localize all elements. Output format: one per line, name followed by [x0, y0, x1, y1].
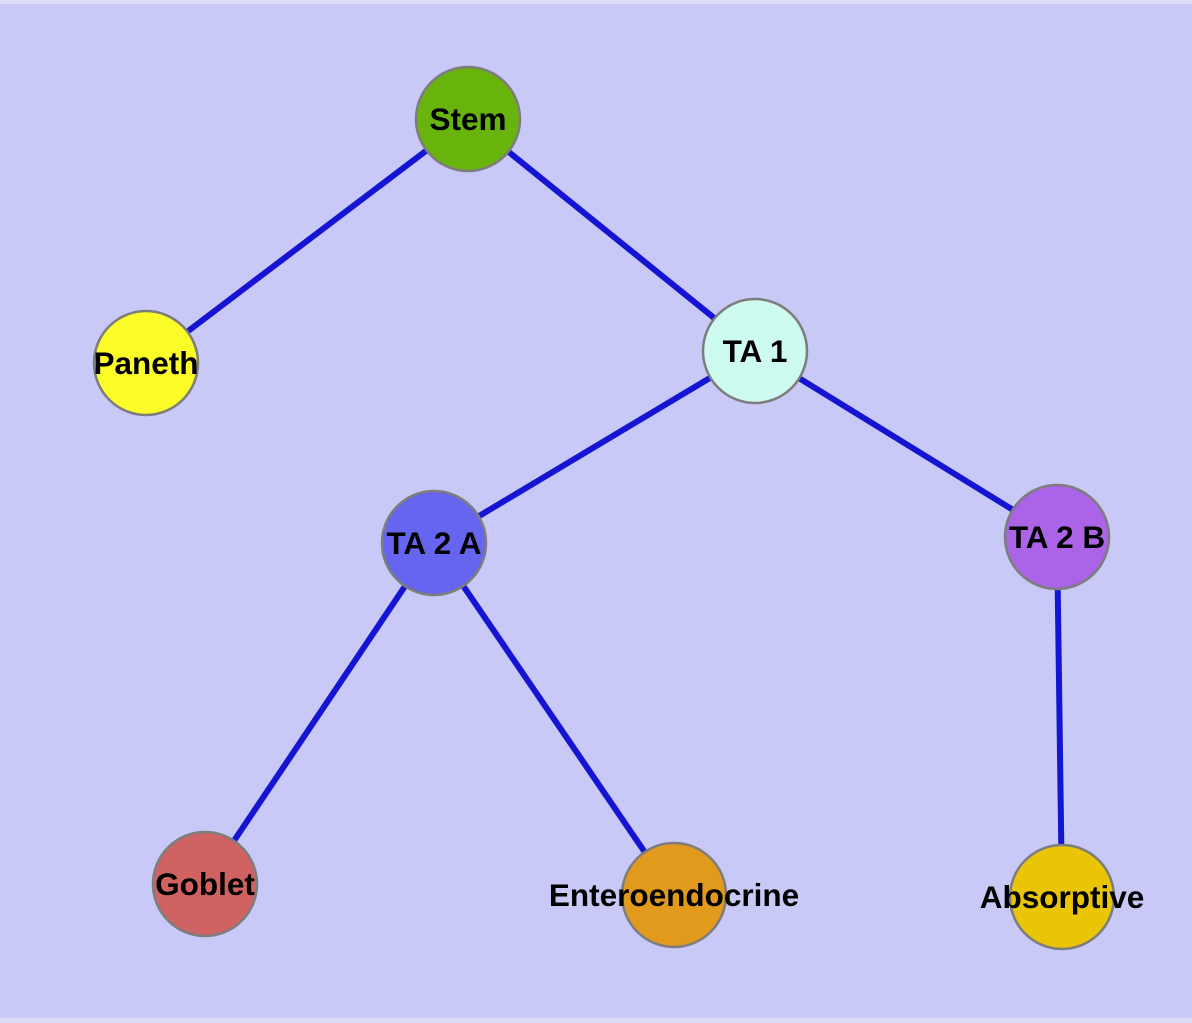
node-ta2a[interactable]: TA 2 A [380, 489, 488, 597]
node-paneth[interactable]: Paneth [92, 309, 200, 417]
node-stem[interactable]: Stem [414, 65, 522, 173]
node-label-ta1: TA 1 [723, 333, 788, 369]
edge-ta2a-enteroendocrine [431, 541, 677, 897]
edge-ta1-ta2a [432, 348, 757, 546]
node-label-ta2a: TA 2 A [386, 525, 481, 561]
node-circle-ta1[interactable] [701, 297, 809, 405]
node-enteroendocrine[interactable]: Enteroendocrine [549, 841, 799, 949]
node-label-paneth: Paneth [93, 345, 198, 381]
node-label-enteroendocrine: Enteroendocrine [549, 877, 799, 913]
edge-ta2b-absorptive [1054, 536, 1065, 898]
node-label-ta2b: TA 2 B [1009, 519, 1105, 555]
node-ta2b[interactable]: TA 2 B [1003, 483, 1111, 591]
node-ta1[interactable]: TA 1 [701, 297, 809, 405]
node-circle-ta2b[interactable] [1003, 483, 1111, 591]
node-goblet[interactable]: Goblet [151, 830, 259, 938]
edge-stem-ta1 [466, 116, 757, 354]
edge-ta1-ta2b [753, 348, 1059, 540]
node-label-stem: Stem [429, 101, 506, 137]
edge-ta2a-goblet [202, 541, 437, 886]
node-label-goblet: Goblet [155, 866, 255, 902]
node-circle-goblet[interactable] [151, 830, 259, 938]
node-circle-paneth[interactable] [92, 309, 200, 417]
node-circle-stem[interactable] [414, 65, 522, 173]
edge-stem-paneth [144, 116, 470, 366]
node-absorptive[interactable]: Absorptive [980, 843, 1145, 951]
node-circle-absorptive[interactable] [1008, 843, 1116, 951]
node-label-absorptive: Absorptive [980, 879, 1145, 915]
node-circle-ta2a[interactable] [380, 489, 488, 597]
node-circle-enteroendocrine[interactable] [620, 841, 728, 949]
